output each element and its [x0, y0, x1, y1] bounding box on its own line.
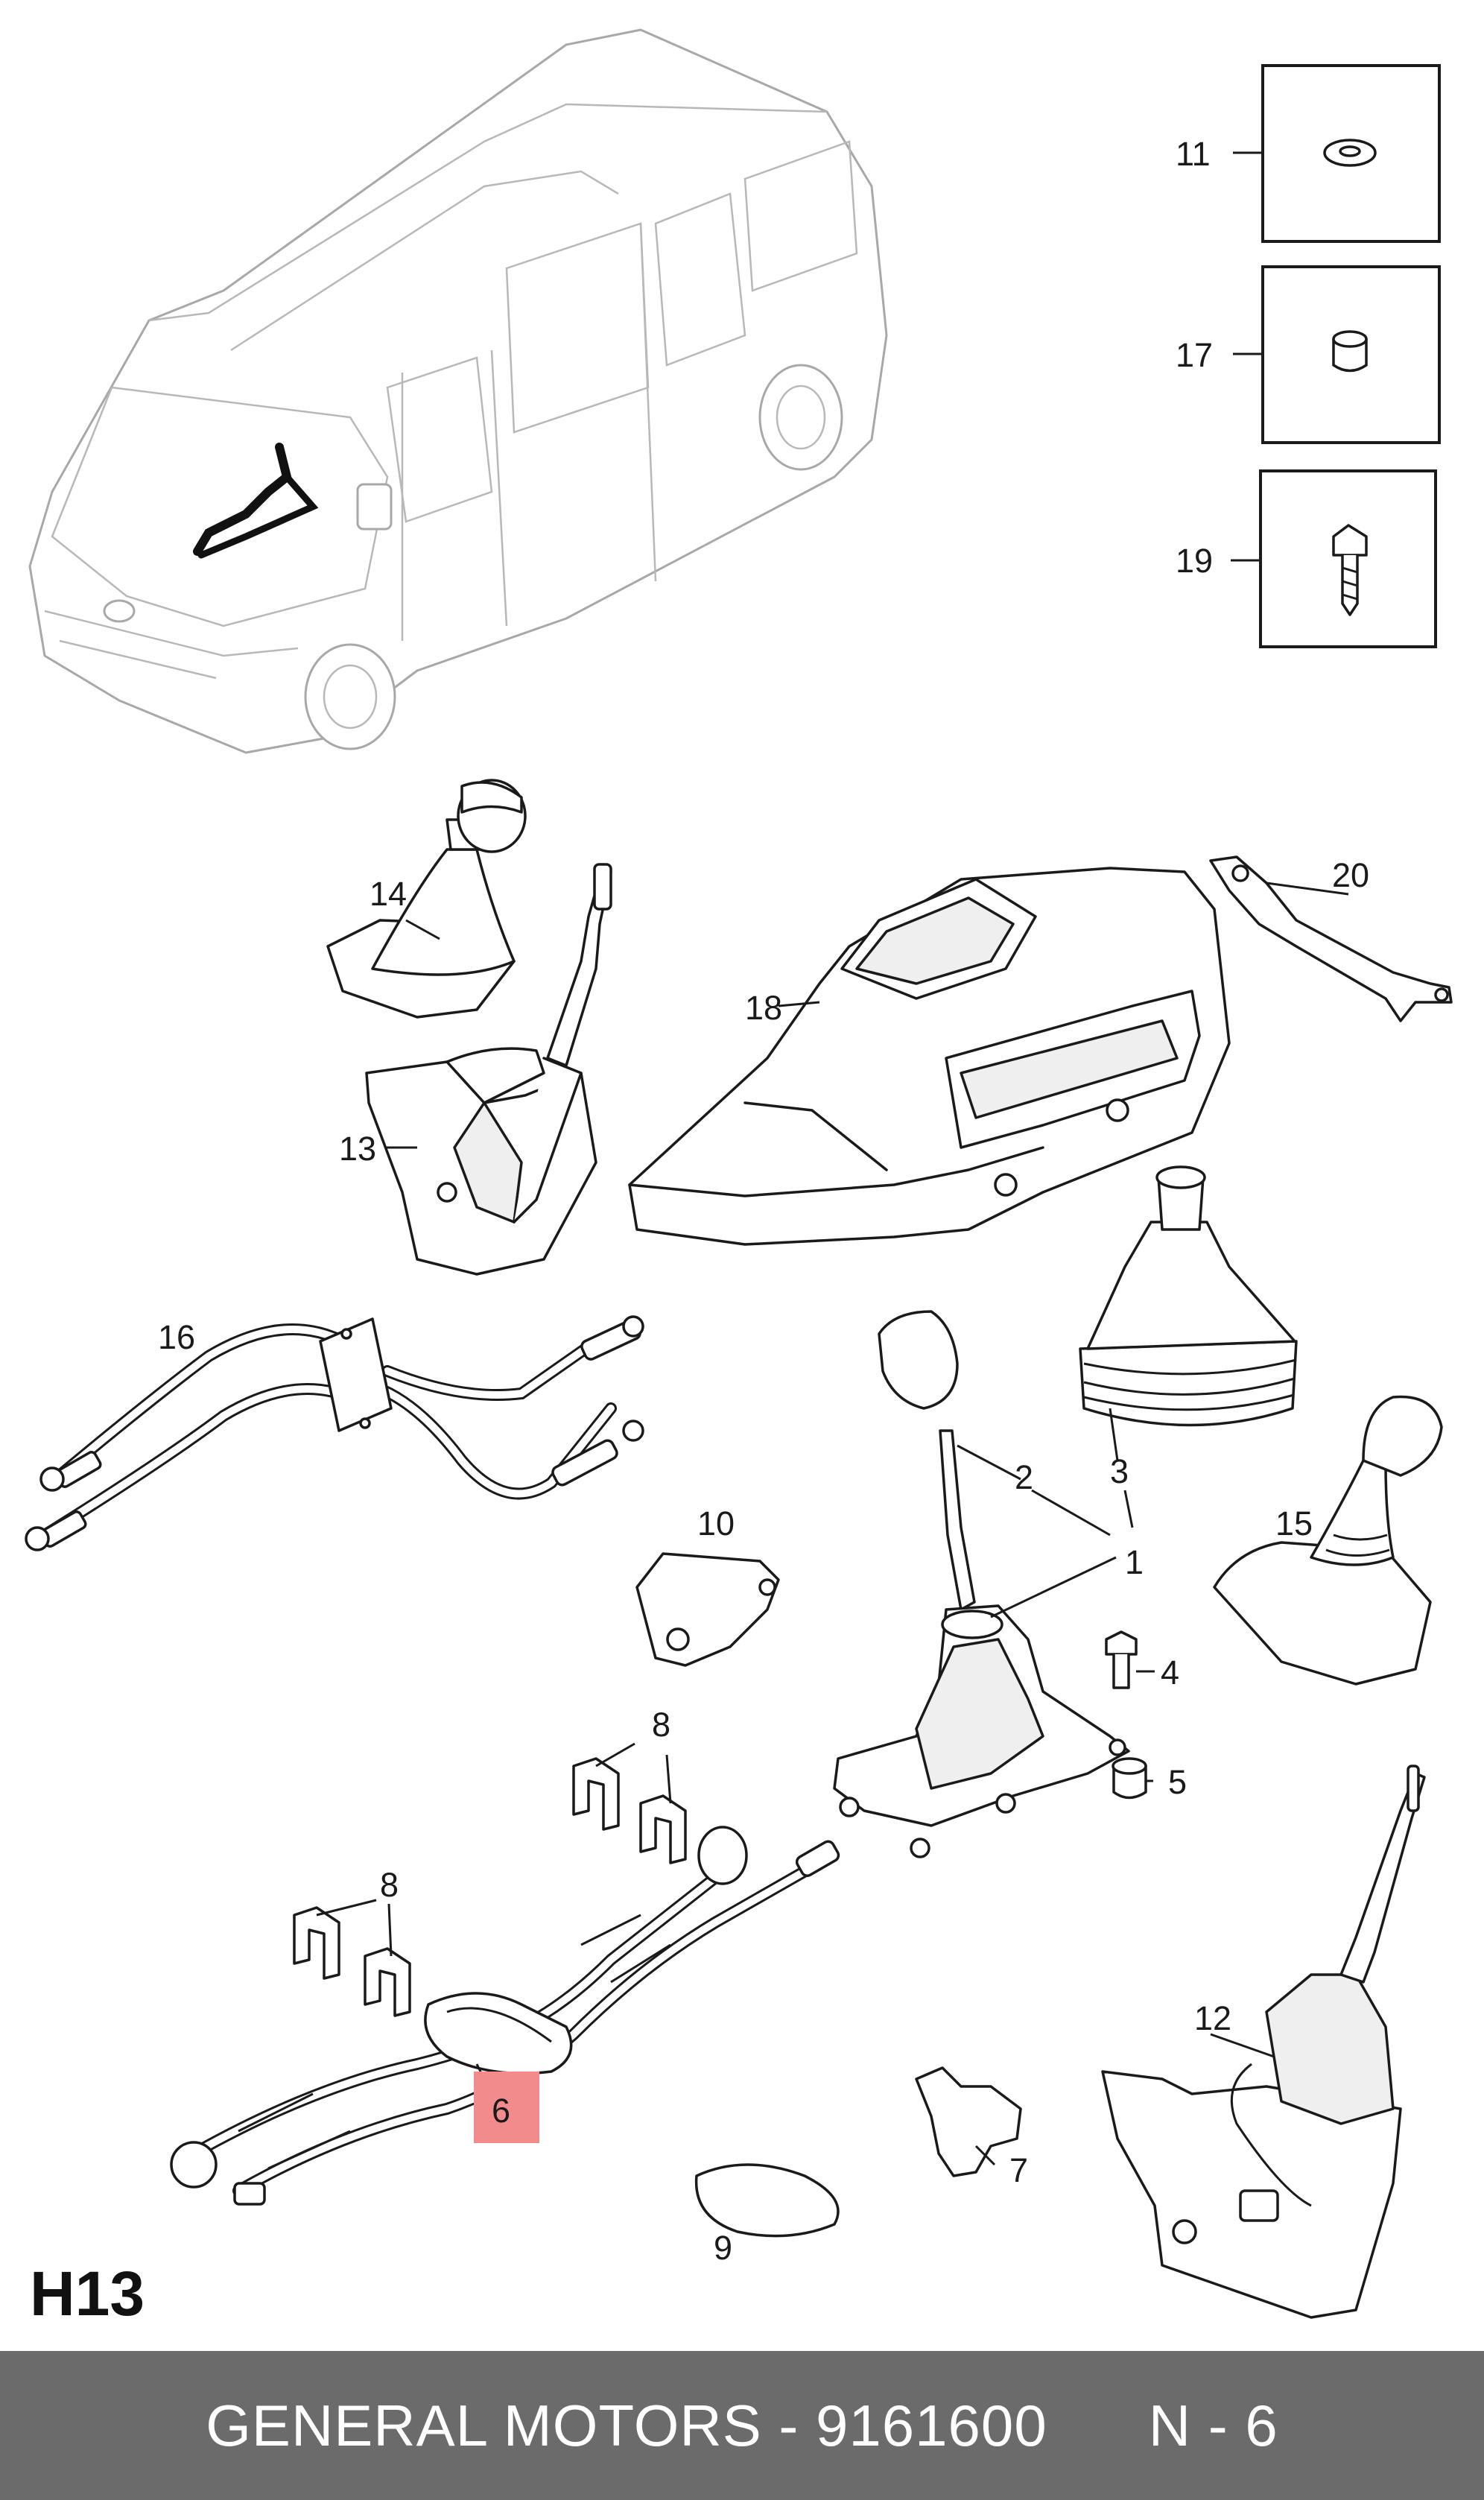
- label-part-18: 18: [745, 989, 782, 1027]
- label-part-13: 13: [339, 1130, 376, 1168]
- label-part-2: 2: [1015, 1458, 1033, 1496]
- label-part-4: 4: [1161, 1654, 1179, 1692]
- label-part-20: 20: [1332, 856, 1369, 894]
- label-part-19: 19: [1176, 542, 1213, 580]
- part-14-gear-knob-boot: [326, 779, 527, 1019]
- part-18-center-console: [628, 867, 1231, 1246]
- part-6-cable-assembly: [170, 1826, 840, 2206]
- label-part-5: 5: [1168, 1763, 1187, 1801]
- parts-diagram: 11 17 19 20 14 18 13 16 2 3 15 10 1 4 8 …: [25, 28, 1453, 2319]
- label-part-15: 15: [1275, 1504, 1313, 1542]
- part-12-shift-mechanism: [1101, 1765, 1426, 2319]
- label-part-10: 10: [697, 1504, 735, 1542]
- part-20-bracket: [1209, 855, 1453, 1022]
- highlight-box-part-6: [474, 2072, 539, 2143]
- leader-lines: [316, 151, 1349, 2166]
- label-part-8a: 8: [652, 1706, 670, 1744]
- part-2-shift-knob: [878, 1310, 959, 1410]
- part-13-shift-mechanism: [365, 863, 612, 1276]
- label-part-7: 7: [1009, 2151, 1028, 2189]
- part-16-cable-set: [25, 1315, 644, 1551]
- label-part-14: 14: [370, 875, 407, 913]
- label-part-3: 3: [1110, 1452, 1129, 1490]
- part-4-bolt: [1105, 1630, 1138, 1689]
- part-8-clips-upper: [572, 1757, 687, 1864]
- label-part-16: 16: [158, 1318, 195, 1356]
- label-part-1: 1: [1125, 1543, 1144, 1581]
- van-illustration: [28, 28, 888, 754]
- part-box-11: [1261, 64, 1441, 243]
- label-part-6: 6: [492, 2092, 510, 2130]
- part-1-shift-lever-assembly: [833, 1429, 1130, 1858]
- label-part-9: 9: [714, 2229, 732, 2267]
- part-9-grommet: [694, 2163, 840, 2238]
- part-7-clip: [915, 2066, 1022, 2177]
- label-part-11: 11: [1176, 135, 1211, 173]
- part-10-plate: [635, 1552, 780, 1667]
- part-15-knob-boot-assembly: [1213, 1395, 1443, 1686]
- footer-bar: GENERAL MOTORS - 9161600 N - 6: [0, 2351, 1484, 2500]
- part-8-clips-lower: [293, 1906, 411, 2017]
- part-3-shift-boot: [1079, 1165, 1298, 1427]
- section-code: H13: [30, 2259, 145, 2329]
- footer-text: GENERAL MOTORS - 9161600 N - 6: [206, 2392, 1278, 2458]
- part-box-19: [1259, 469, 1437, 648]
- label-part-12: 12: [1194, 1999, 1231, 2037]
- part-box-17: [1261, 265, 1441, 444]
- part-5-bushing: [1112, 1757, 1147, 1800]
- label-part-8b: 8: [380, 1866, 399, 1904]
- label-part-17: 17: [1176, 336, 1213, 374]
